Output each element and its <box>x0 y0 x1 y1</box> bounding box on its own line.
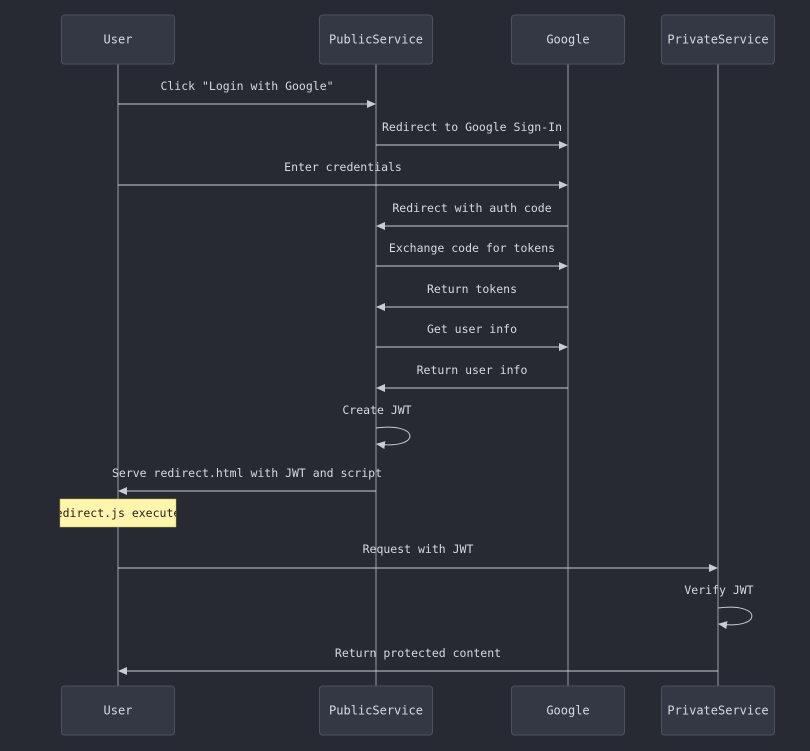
message-label: Exchange code for tokens <box>389 241 555 255</box>
actor-user-top: User <box>61 14 175 65</box>
message-label: Return user info <box>417 363 528 377</box>
actor-public-bottom: PublicService <box>319 685 433 736</box>
message-label: Click "Login with Google" <box>160 79 333 93</box>
message: Get user info <box>376 322 568 351</box>
actor-box <box>661 14 775 65</box>
actor-label: PublicService <box>329 33 423 47</box>
actor-label: User <box>104 704 133 718</box>
actor-box <box>319 685 433 736</box>
message: Return tokens <box>376 282 568 311</box>
message-label: Redirect with auth code <box>392 201 551 215</box>
message-label: Redirect to Google Sign-In <box>382 120 562 134</box>
actor-box <box>61 685 175 736</box>
actor-box <box>511 685 625 736</box>
note-box <box>59 498 177 528</box>
self-message-arrow <box>717 606 753 630</box>
actor-label: Google <box>546 704 589 718</box>
actor-box <box>61 14 175 65</box>
actor-label: Google <box>546 33 589 47</box>
message: Verify JWT <box>684 583 754 630</box>
message: Click "Login with Google" <box>118 79 376 108</box>
message: Serve redirect.html with JWT and script <box>112 466 382 495</box>
message: Request with JWT <box>118 542 718 572</box>
message-label: Get user info <box>427 322 517 336</box>
message: Return protected content <box>118 646 718 675</box>
actor-google-top: Google <box>511 14 625 65</box>
message: Redirect with auth code <box>376 201 568 230</box>
actor-google-bottom: Google <box>511 685 625 736</box>
message: Return user info <box>376 363 568 392</box>
actor-label: User <box>104 33 133 47</box>
message-label: Request with JWT <box>363 542 474 556</box>
actor-box <box>511 14 625 65</box>
note: redirect.js executes <box>49 498 187 528</box>
actor-label: PrivateService <box>667 704 768 718</box>
message-label: Serve redirect.html with JWT and script <box>112 466 382 480</box>
message-label: Return tokens <box>427 282 517 296</box>
message: Exchange code for tokens <box>376 241 568 270</box>
message: Create JWT <box>342 403 412 450</box>
actor-user-bottom: User <box>61 685 175 736</box>
actor-label: PublicService <box>329 704 423 718</box>
message-label: Enter credentials <box>284 160 402 174</box>
actor-public-top: PublicService <box>319 14 433 65</box>
message-label: Create JWT <box>342 403 411 417</box>
actor-box <box>319 14 433 65</box>
actor-private-bottom: PrivateService <box>661 685 775 736</box>
note-text: redirect.js executes <box>49 506 187 520</box>
actor-box <box>661 685 775 736</box>
message: Enter credentials <box>118 160 568 189</box>
message-label: Return protected content <box>335 646 501 660</box>
message-label: Verify JWT <box>684 583 753 597</box>
actor-label: PrivateService <box>667 33 768 47</box>
actor-private-top: PrivateService <box>661 14 775 65</box>
message: Redirect to Google Sign-In <box>376 120 568 149</box>
self-message-arrow <box>375 426 411 450</box>
